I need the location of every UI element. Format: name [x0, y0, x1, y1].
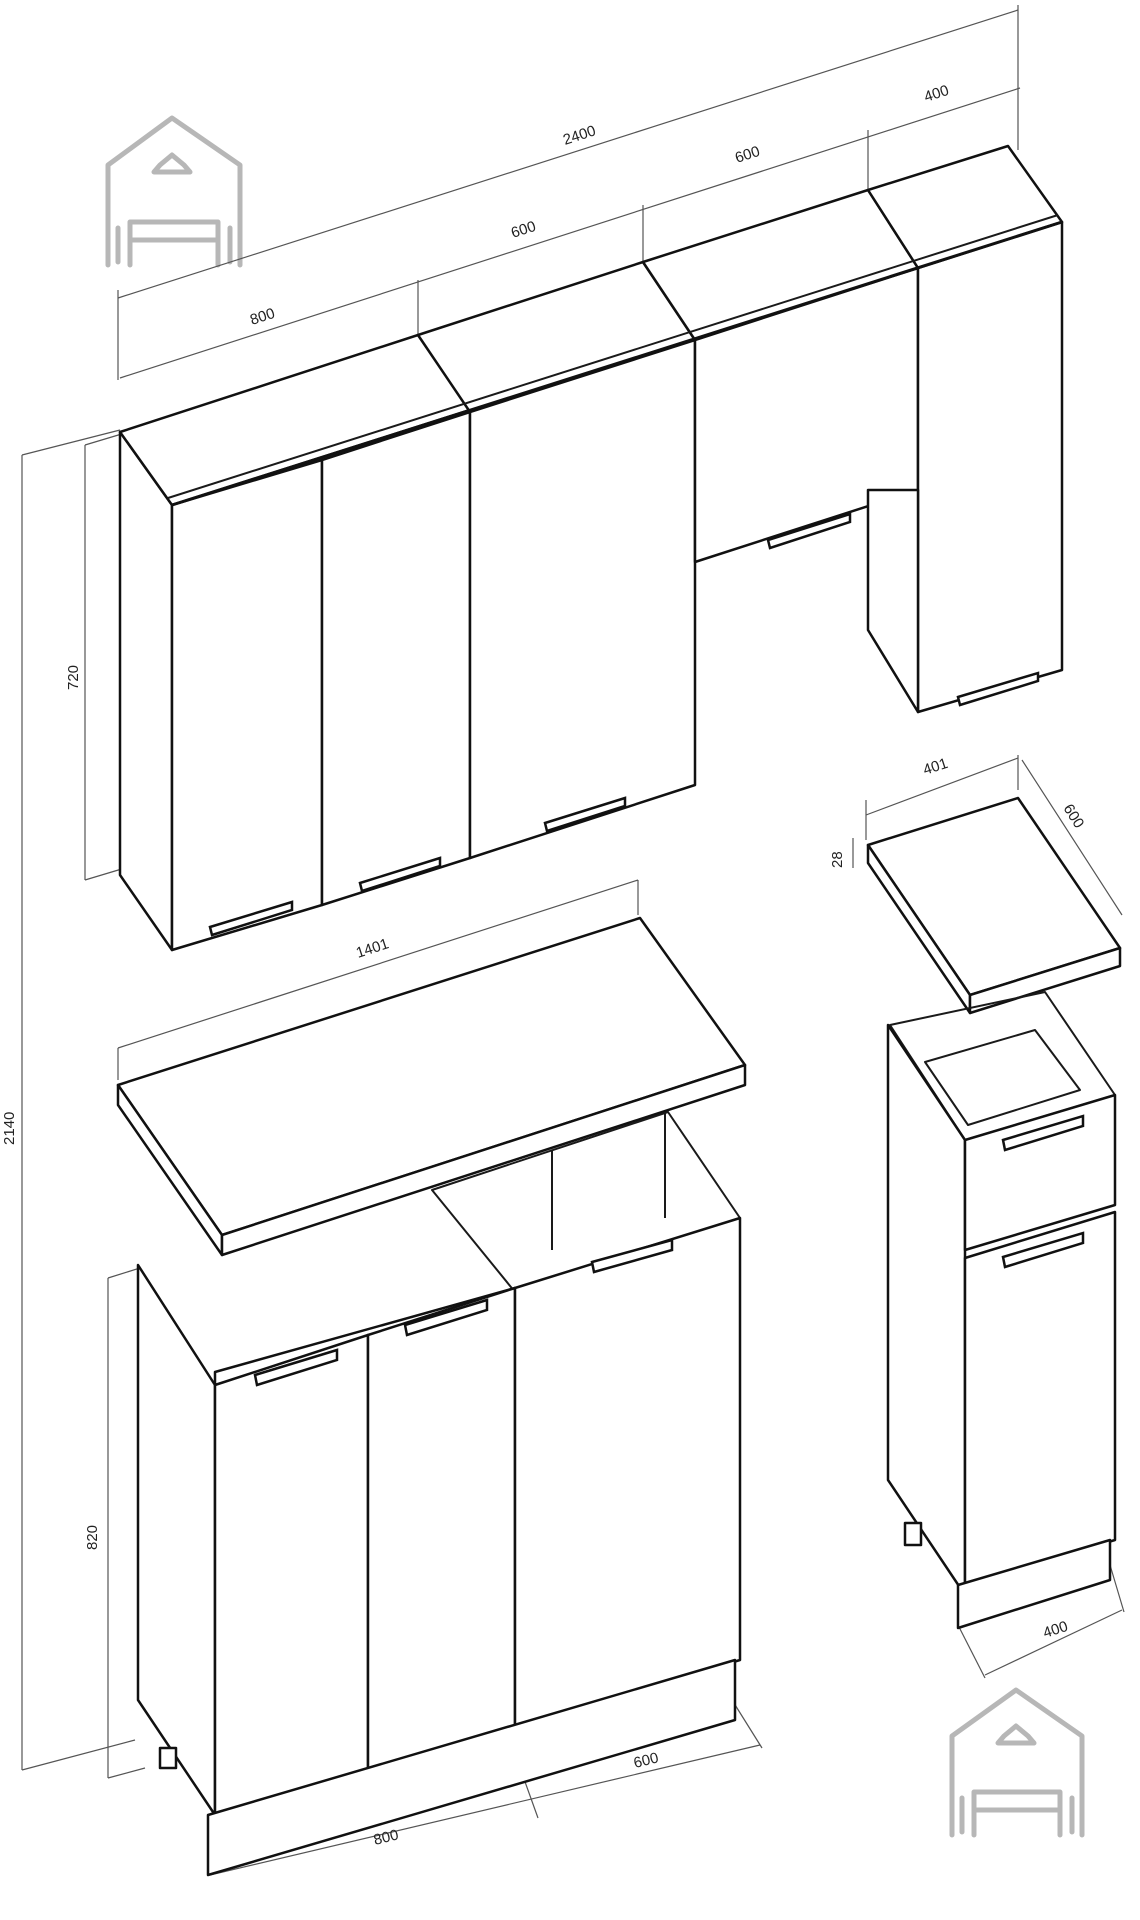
dim-upper-600-a: 600	[509, 218, 538, 242]
dim-small-top-depth: 600	[1060, 801, 1088, 831]
small-handle-1	[1001, 1114, 1085, 1152]
logo-top-left	[105, 115, 243, 268]
dim-countertop-width: 1401	[354, 935, 391, 961]
small-handle-2	[1001, 1231, 1085, 1269]
upper-cabinets	[118, 144, 1064, 952]
dim-total-height: 2140	[1, 1112, 18, 1145]
dim-small-base-400: 400	[1041, 1618, 1070, 1642]
dim-small-top-thickness: 28	[829, 851, 846, 868]
base-cabinets	[136, 1111, 742, 1877]
base-leg	[158, 1746, 178, 1770]
dim-base-600: 600	[632, 1749, 660, 1772]
dim-upper-600-b: 600	[733, 143, 762, 167]
upper-handle-4	[766, 512, 852, 550]
upper-handle-3	[543, 796, 627, 833]
base-handle-3	[590, 1238, 674, 1274]
logo-bottom-right	[949, 1687, 1085, 1838]
countertop	[116, 916, 747, 1257]
dim-upper-height: 720	[65, 665, 82, 690]
small-countertop	[866, 796, 1122, 1015]
dim-base-height: 820	[84, 1525, 101, 1550]
dim-upper-400: 400	[922, 82, 951, 106]
small-leg	[903, 1521, 923, 1547]
dim-base-800: 800	[372, 1826, 400, 1849]
dim-small-top-width: 401	[921, 755, 950, 779]
dim-upper-800: 800	[248, 305, 277, 329]
base-handle-1	[253, 1348, 339, 1387]
dim-total-width: 2400	[561, 122, 598, 148]
upper-handle-1	[208, 900, 294, 937]
upper-handle-5	[956, 671, 1040, 707]
small-base-cabinet	[886, 991, 1117, 1630]
dimension-lines	[21, 5, 1125, 1876]
upper-handle-2	[358, 856, 442, 893]
base-handle-2	[403, 1298, 489, 1337]
